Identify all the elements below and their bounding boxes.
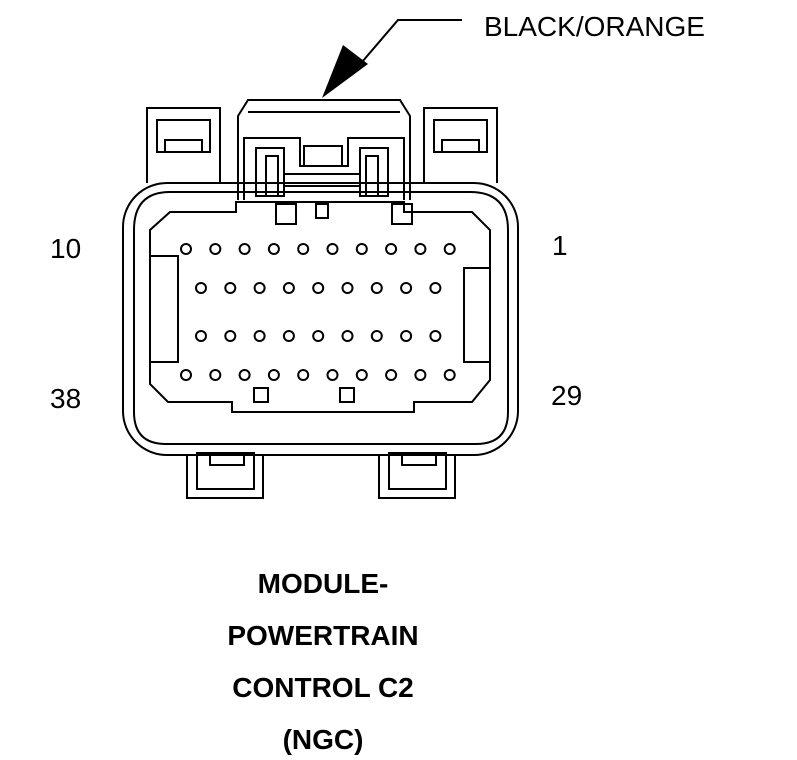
pin-label-1: 1 xyxy=(552,230,568,261)
pin-cavity-hole xyxy=(355,243,368,255)
pin-cavity-hole xyxy=(385,243,398,255)
pin-cavity-hole xyxy=(326,369,339,381)
pin-cavity-hole xyxy=(414,243,427,255)
title-line-4: (NGC) xyxy=(283,724,364,755)
face-tab xyxy=(339,387,355,403)
pin-cavity xyxy=(149,201,491,413)
top-center-lock xyxy=(237,99,411,200)
wire-color-label: BLACK/ORANGE xyxy=(484,11,705,42)
pin-cavity-hole xyxy=(224,330,237,342)
pin-cavity-hole xyxy=(238,369,251,381)
pin-cavity-hole xyxy=(385,369,398,381)
pin-cavity-hole xyxy=(370,330,383,342)
pin-cavity-hole xyxy=(312,282,325,294)
title-line-1: MODULE- xyxy=(258,568,389,599)
pin-cavity-hole xyxy=(370,282,383,294)
pin-cavity-hole xyxy=(341,330,354,342)
pin-cavity-hole xyxy=(267,243,280,255)
face-tab xyxy=(275,203,297,225)
pin-cavity-hole xyxy=(326,243,339,255)
pin-cavity-hole xyxy=(209,243,222,255)
bottom-left-latch xyxy=(186,452,264,499)
pin-grid xyxy=(180,243,456,381)
pin-cavity-hole xyxy=(209,369,222,381)
pin-cavity-hole xyxy=(180,243,192,255)
pin-cavity-hole xyxy=(414,369,427,381)
pin-cavity-hole xyxy=(429,282,442,294)
title-line-3: CONTROL C2 xyxy=(232,672,414,703)
pin-cavity-hole xyxy=(297,243,310,255)
pin-cavity-hole xyxy=(253,282,266,294)
pin-cavity-hole xyxy=(443,243,456,255)
pin-cavity-hole xyxy=(400,330,413,342)
pin-cavity-hole xyxy=(253,330,266,342)
right-side-key xyxy=(463,267,490,363)
pin-cavity-hole xyxy=(282,282,295,294)
connector-title: MODULE- POWERTRAIN CONTROL C2 (NGC) xyxy=(227,568,418,755)
pin-label-10: 10 xyxy=(50,233,81,264)
pin-cavity-hole xyxy=(443,369,456,381)
pin-cavity-hole xyxy=(180,369,192,381)
face-tab xyxy=(391,203,413,225)
pin-cavity-hole xyxy=(267,369,280,381)
pin-cavity-hole xyxy=(400,282,413,294)
face-tab xyxy=(315,203,329,219)
pin-cavity-hole xyxy=(297,369,310,381)
pin-cavity-hole xyxy=(195,330,207,342)
pin-cavity-hole xyxy=(312,330,325,342)
top-left-latch xyxy=(146,107,221,183)
pin-cavity-hole xyxy=(238,243,251,255)
left-side-key xyxy=(150,255,179,363)
callout-arrow xyxy=(322,19,462,98)
pin-cavity-hole xyxy=(224,282,237,294)
outer-shell xyxy=(122,182,519,456)
pin-cavity-hole xyxy=(355,369,368,381)
title-line-2: POWERTRAIN xyxy=(227,620,418,651)
inner-face xyxy=(133,191,509,445)
pin-label-29: 29 xyxy=(551,380,582,411)
pin-cavity-hole xyxy=(195,282,207,294)
face-tab xyxy=(253,387,269,403)
pin-label-38: 38 xyxy=(50,383,81,414)
bottom-right-latch xyxy=(378,452,456,499)
pin-cavity-hole xyxy=(341,282,354,294)
top-right-latch xyxy=(423,107,498,183)
pin-cavity-hole xyxy=(282,330,295,342)
pin-cavity-hole xyxy=(429,330,442,342)
connector-housing xyxy=(122,99,519,499)
